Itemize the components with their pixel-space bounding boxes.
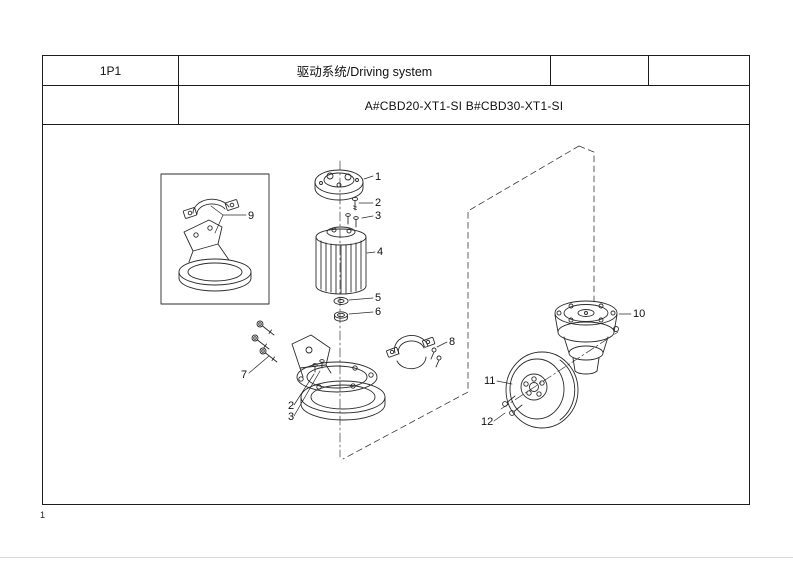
system-title: 驱动系统/Driving system (296, 65, 433, 79)
center-lines (339, 160, 619, 458)
part-callout-7: 7 (241, 369, 247, 381)
title-block-row-2: A#CBD20-XT1-SI B#CBD30-XT1-SI (43, 86, 749, 125)
exploded-view-drawing: 1 2 3 4 5 6 7 8 9 10 (160, 145, 645, 460)
part-callout-11: 11 (484, 375, 495, 387)
part-callout-1: 1 (375, 171, 381, 183)
title-block-row-1: 1P1 驱动系统/Driving system (43, 56, 749, 86)
washer-part (333, 297, 349, 305)
part-callout-2b: 2 (288, 400, 294, 412)
part-callout-5: 5 (375, 292, 381, 304)
gearbox-part (554, 300, 619, 375)
motor-cap-part (314, 169, 364, 201)
part-callout-9: 9 (248, 210, 254, 222)
wheel-screws-part (502, 395, 523, 416)
hex-bolts-part (251, 320, 278, 363)
part-callout-3b: 3 (288, 411, 294, 423)
doc-code: 1P1 (99, 63, 122, 78)
clamp-bracket-8-part (386, 335, 442, 370)
part-callout-2: 2 (375, 197, 381, 209)
spacer-ring-part (334, 311, 348, 322)
model-codes: A#CBD20-XT1-SI B#CBD30-XT1-SI (364, 98, 564, 113)
empty-cell-1 (551, 56, 649, 85)
page-edge-line (0, 557, 793, 558)
motor-body-part (315, 226, 367, 295)
empty-cell-2 (649, 56, 749, 85)
part-callout-3: 3 (375, 210, 381, 222)
empty-cell-3 (43, 86, 179, 125)
cap-screws-part (345, 196, 359, 228)
diagram-area: 1 2 3 4 5 6 7 8 9 10 (42, 124, 750, 505)
title-block: 1P1 驱动系统/Driving system A#CBD20-XT1-SI B… (42, 55, 750, 126)
part-callout-6: 6 (375, 306, 381, 318)
mount-bracket-assembly (291, 334, 386, 421)
support-bracket-part (178, 219, 252, 292)
page-number: 1 (40, 510, 46, 520)
part-callout-4: 4 (377, 246, 383, 258)
part-callout-10: 10 (633, 308, 645, 320)
drive-wheel-part (505, 351, 579, 429)
phantom-boundary-lines (342, 145, 595, 460)
callouts: 1 2 3 4 5 6 7 8 9 10 (210, 171, 645, 428)
part-callout-8: 8 (449, 336, 455, 348)
doc-code-cell: 1P1 (43, 56, 179, 85)
model-codes-cell: A#CBD20-XT1-SI B#CBD30-XT1-SI (179, 86, 749, 125)
clamp-bracket-part (182, 198, 240, 219)
system-title-cell: 驱动系统/Driving system (179, 56, 551, 85)
part-callout-12: 12 (481, 416, 493, 428)
inset-detail-box (160, 173, 270, 305)
